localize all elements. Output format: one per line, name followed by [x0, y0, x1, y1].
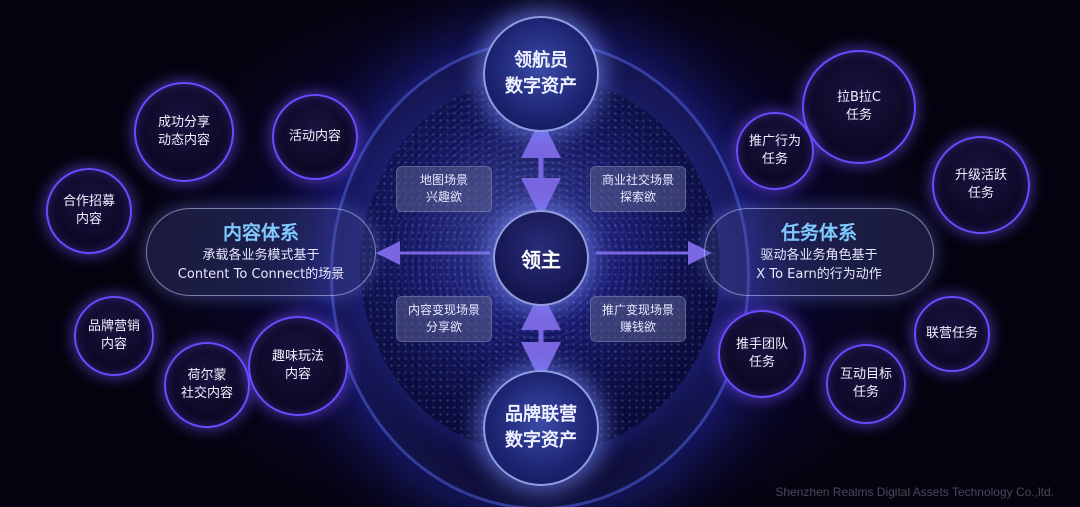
- content-system-line2: Content To Connect的场景: [177, 267, 345, 282]
- left-circle-activity: 活动内容: [272, 94, 358, 180]
- navigator-line1: 领航员: [514, 50, 568, 71]
- bubble-promo-line1: 推广变现场景: [601, 303, 674, 317]
- circle-line1: 推广行为: [748, 134, 801, 149]
- circle-line2: 内容: [100, 337, 127, 352]
- circle-line2: 内容: [75, 212, 102, 227]
- circle-line2: 社交内容: [180, 386, 233, 401]
- brand-line1: 品牌联营: [505, 404, 577, 425]
- bubble-map-scene: 地图场景 兴趣欲: [396, 166, 492, 212]
- content-system-title: 内容体系: [222, 222, 299, 244]
- circle-line1: 联营任务: [925, 326, 978, 341]
- right-circle-upgrade: 升级活跃 任务: [932, 136, 1030, 234]
- circle-line1: 成功分享: [157, 115, 210, 130]
- bubble-content-monetize: 内容变现场景 分享欲: [396, 296, 492, 342]
- right-circle-promo-behavior: 推广行为 任务: [736, 112, 814, 190]
- circle-line1: 趣味玩法: [271, 349, 324, 364]
- bubble-social-scene: 商业社交场景 探索欲: [590, 166, 686, 212]
- circle-line2: 内容: [284, 367, 311, 382]
- circle-line1: 活动内容: [288, 129, 341, 144]
- circle-line2: 任务: [967, 186, 994, 201]
- circle-line1: 推手团队: [735, 337, 788, 352]
- left-circle-fun-play: 趣味玩法 内容: [248, 316, 348, 416]
- content-system-pill: 内容体系 承载各业务模式基于 Content To Connect的场景: [146, 208, 376, 296]
- task-system-line1: 驱动各业务角色基于: [760, 248, 878, 263]
- circle-line2: 任务: [761, 152, 788, 167]
- bubble-content-line1: 内容变现场景: [407, 303, 480, 317]
- bubble-promo-monetize: 推广变现场景 赚钱欲: [590, 296, 686, 342]
- bubble-social-line1: 商业社交场景: [601, 173, 674, 187]
- right-circle-pusher-team: 推手团队 任务: [718, 310, 806, 398]
- circle-line1: 互动目标: [839, 367, 892, 382]
- circle-line1: 升级活跃: [954, 168, 1007, 183]
- circle-line2: 动态内容: [157, 133, 210, 148]
- circle-line2: 任务: [852, 385, 879, 400]
- task-system-title: 任务体系: [780, 222, 857, 244]
- circle-line2: 任务: [748, 355, 775, 370]
- lord-core-node: 领主: [493, 210, 589, 306]
- brand-line2: 数字资产: [505, 430, 577, 451]
- bubble-map-line1: 地图场景: [419, 173, 468, 187]
- left-circle-share-dynamic: 成功分享 动态内容: [134, 82, 234, 182]
- circle-line1: 合作招募: [62, 194, 115, 209]
- circle-line1: 荷尔蒙: [187, 368, 227, 383]
- left-circle-brand-marketing: 品牌营销 内容: [74, 296, 154, 376]
- bubble-promo-line2: 赚钱欲: [619, 320, 656, 334]
- left-circle-recruit: 合作招募 内容: [46, 168, 132, 254]
- bubble-content-line2: 分享欲: [425, 320, 462, 334]
- circle-line2: 任务: [845, 108, 872, 123]
- navigator-asset-node: 领航员 数字资产: [483, 16, 599, 132]
- right-circle-pull-bc: 拉B拉C 任务: [802, 50, 916, 164]
- right-circle-interact: 互动目标 任务: [826, 344, 906, 424]
- brand-asset-node: 品牌联营 数字资产: [483, 370, 599, 486]
- content-system-line1: 承载各业务模式基于: [202, 248, 320, 263]
- task-system-pill: 任务体系 驱动各业务角色基于 X To Earn的行为动作: [704, 208, 934, 296]
- core-label: 领主: [521, 247, 561, 272]
- right-circle-joint: 联营任务: [914, 296, 990, 372]
- navigator-line2: 数字资产: [505, 76, 577, 97]
- circle-line1: 拉B拉C: [837, 90, 881, 105]
- bubble-map-line2: 兴趣欲: [425, 190, 462, 204]
- left-circle-social: 荷尔蒙 社交内容: [164, 342, 250, 428]
- bubble-social-line2: 探索欲: [619, 190, 656, 204]
- task-system-line2: X To Earn的行为动作: [756, 267, 882, 282]
- circle-line1: 品牌营销: [87, 319, 140, 334]
- company-footer: Shenzhen Realms Digital Assets Technolog…: [775, 485, 1054, 499]
